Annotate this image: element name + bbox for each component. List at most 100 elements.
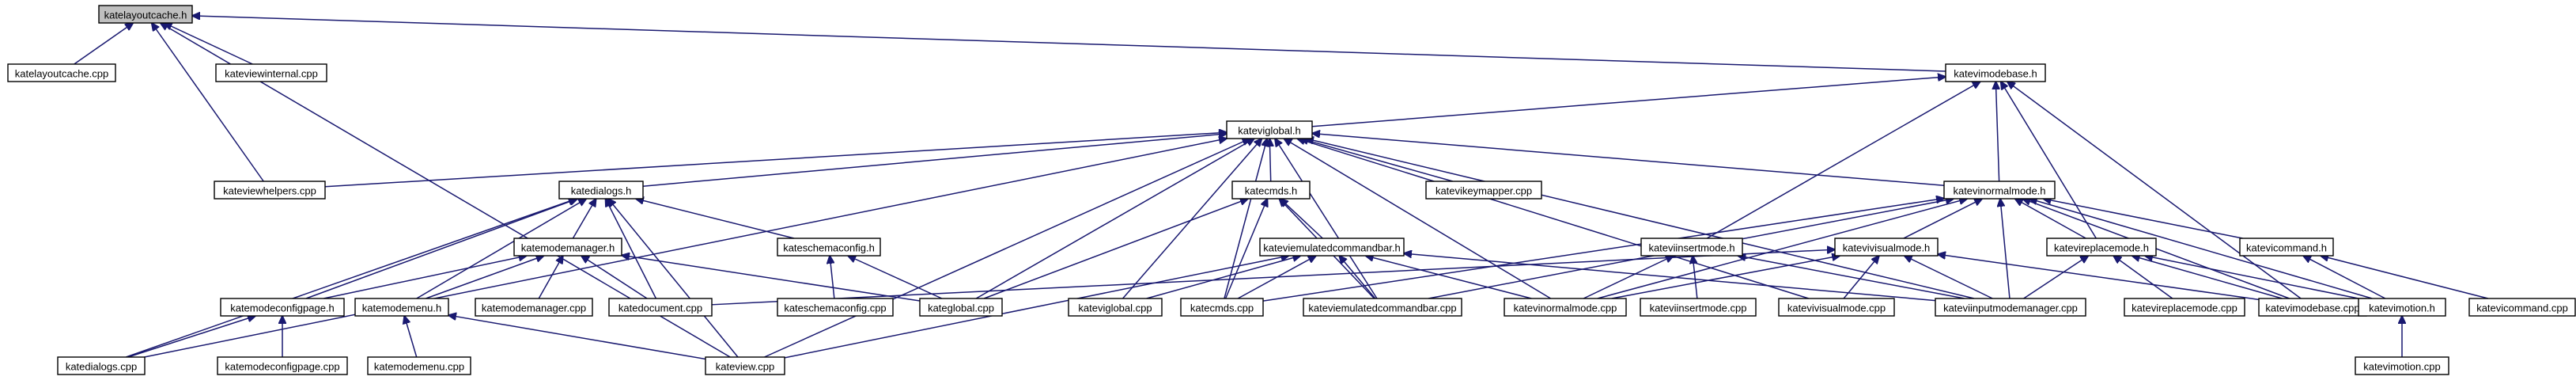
node-kateviemulatedcommandbar-h[interactable]: kateviemulatedcommandbar.h <box>1259 238 1405 257</box>
node-katevimodebase-cpp[interactable]: katevimodebase.cpp <box>2258 298 2367 317</box>
node-label: kateviglobal.h <box>1238 125 1301 137</box>
node-label: katevivisualmode.h <box>1843 242 1931 254</box>
node-katemodeconfigpage-h[interactable]: katemodeconfigpage.h <box>220 298 345 317</box>
node-katevimodebase-h[interactable]: katevimodebase.h <box>1945 63 2046 82</box>
edge-katemodemenu_h-to-katemodemanager_h <box>426 256 543 299</box>
node-box <box>608 298 713 317</box>
node-katemodemenu-h[interactable]: katemodemenu.h <box>354 298 449 317</box>
node-katelayoutcache-cpp[interactable]: katelayoutcache.cpp <box>7 63 116 82</box>
node-root[interactable]: katelayoutcache.h <box>98 5 193 24</box>
edge-katevivisualmode_h-to-katevinormalmode_h <box>1903 199 1982 239</box>
node-katevimotion-cpp[interactable]: katevimotion.cpp <box>2355 356 2449 375</box>
edge-katevireplacemode_h-to-katevimodebase_h <box>2001 82 2097 239</box>
node-label: katevireplacemode.h <box>2054 242 2149 254</box>
edge-katevireplacemode_cpp-to-katevireplacemode_h <box>2113 256 2173 299</box>
node-katemodemenu-cpp[interactable]: katemodemenu.cpp <box>367 356 471 375</box>
node-box <box>1504 298 1627 317</box>
node-kateviglobal-h[interactable]: kateviglobal.h <box>1226 120 1313 139</box>
node-kateviinsertmode-h[interactable]: kateviinsertmode.h <box>1640 238 1743 257</box>
edge-kateglobal_cpp-to-katecmds_h <box>983 199 1248 299</box>
node-label: kateviemulatedcommandbar.h <box>1263 242 1400 254</box>
node-box <box>215 63 327 82</box>
edge-katedialogs_cpp-to-katedialogs_h <box>126 199 576 358</box>
node-katevireplacemode-h[interactable]: katevireplacemode.h <box>2046 238 2157 257</box>
node-label: katevinormalmode.h <box>1953 185 2045 197</box>
node-kateviewinternal-cpp[interactable]: kateviewinternal.cpp <box>215 63 327 82</box>
node-katecmds-cpp[interactable]: katecmds.cpp <box>1180 298 1264 317</box>
node-label: kateview.cpp <box>716 361 774 373</box>
node-box <box>7 63 116 82</box>
node-box <box>705 356 785 375</box>
node-katevicommand-h[interactable]: katevicommand.h <box>2239 238 2334 257</box>
node-label: kateviinsertmode.h <box>1648 242 1734 254</box>
node-katemodeconfigpage-cpp[interactable]: katemodeconfigpage.cpp <box>217 356 348 375</box>
node-label: katevinormalmode.cpp <box>1514 302 1617 314</box>
node-katevireplacemode-cpp[interactable]: katevireplacemode.cpp <box>2124 298 2245 317</box>
edge-katevinormalmode_h-to-katevimodebase_h <box>1995 82 1999 182</box>
edge-katevimodebase_cpp-to-katevimodebase_h <box>2007 82 2302 299</box>
node-kateviglobal-cpp[interactable]: kateviglobal.cpp <box>1068 298 1163 317</box>
edge-katedocument_cpp-to-katemodemanager_h <box>581 256 648 299</box>
node-box <box>2046 238 2157 257</box>
node-box <box>98 5 193 24</box>
node-box <box>1259 238 1405 257</box>
edge-katevinormalmode_cpp-to-katevinormalmode_h <box>1597 199 1967 299</box>
node-katedocument-cpp[interactable]: katedocument.cpp <box>608 298 713 317</box>
node-katedialogs-h[interactable]: katedialogs.h <box>558 181 644 200</box>
node-kateviewhelpers-cpp[interactable]: kateviewhelpers.cpp <box>214 181 326 200</box>
node-box <box>1068 298 1163 317</box>
node-label: katedialogs.cpp <box>66 361 137 373</box>
edge-katemodemanager_cpp-to-katemodemanager_h <box>538 256 563 299</box>
node-katedialogs-cpp[interactable]: katedialogs.cpp <box>57 356 146 375</box>
node-label: kateglobal.cpp <box>928 302 994 314</box>
node-box <box>1231 181 1311 200</box>
edge-kateviinsertmode_cpp-to-kateviinsertmode_h <box>1693 256 1698 299</box>
node-kateschemaconfig-h[interactable]: kateschemaconfig.h <box>777 238 881 257</box>
edge-katecmds_cpp-to-katecmds_h <box>1224 199 1268 299</box>
edge-kateviglobal_h-to-katevimodebase_h <box>1311 77 1946 127</box>
node-box <box>1945 63 2046 82</box>
node-label: katevicommand.cpp <box>2476 302 2568 314</box>
graph-nodes: katelayoutcache.h katelayoutcache.cpp kate… <box>7 5 2576 375</box>
edge-katecmds_h-to-kateviglobal_h <box>1269 139 1270 182</box>
node-box <box>354 298 449 317</box>
node-katevinormalmode-cpp[interactable]: katevinormalmode.cpp <box>1504 298 1627 317</box>
node-label: katevivisualmode.cpp <box>1787 302 1886 314</box>
node-kateschemaconfig-cpp[interactable]: kateschemaconfig.cpp <box>777 298 894 317</box>
node-katevimotion-h[interactable]: katevimotion.h <box>2358 298 2446 317</box>
node-label: kateviewinternal.cpp <box>225 68 318 80</box>
node-katevicommand-cpp[interactable]: katevicommand.cpp <box>2468 298 2576 317</box>
edge-katemodeconfigpage_h-to-katemodemanager_h <box>323 256 527 299</box>
node-label: katemodemenu.h <box>362 302 441 314</box>
edge-kateview_cpp-to-kateviglobal_h <box>764 139 1250 358</box>
node-katevinormalmode-h[interactable]: katevinormalmode.h <box>1943 181 2056 200</box>
node-kateview-cpp[interactable]: kateview.cpp <box>705 356 785 375</box>
edge-katedocument_cpp-to-katevivisualmode_h <box>711 249 1835 306</box>
node-box <box>777 298 894 317</box>
node-box <box>1778 298 1895 317</box>
edge-katevimotion_h-to-katevinormalmode_h <box>2029 199 2373 299</box>
node-kateglobal-cpp[interactable]: kateglobal.cpp <box>919 298 1003 317</box>
node-kateviinsertmode-cpp[interactable]: kateviinsertmode.cpp <box>1640 298 1757 317</box>
node-label: katevicommand.h <box>2246 242 2327 254</box>
edge-kateviglobal_cpp-to-kateviemulatedcommandbar_h <box>1146 256 1301 299</box>
edge-katedocument_cpp-to-katedialogs_h <box>606 199 657 299</box>
node-kateviemulatedcommandbar-cpp[interactable]: kateviemulatedcommandbar.cpp <box>1303 298 1462 317</box>
node-kateviinputmodemanager-cpp[interactable]: kateviinputmodemanager.cpp <box>1935 298 2086 317</box>
node-katevivisualmode-h[interactable]: katevivisualmode.h <box>1834 238 1939 257</box>
node-label: katevimodebase.h <box>1954 68 2037 80</box>
node-box <box>1935 298 2086 317</box>
edge-kateviinputmodemanager_cpp-to-kateviinsertmode_h <box>1738 256 1965 299</box>
node-box <box>2124 298 2245 317</box>
node-katevikeymapper-cpp[interactable]: katevikeymapper.cpp <box>1425 181 1542 200</box>
edge-kateglobal_cpp-to-katemodemanager_h <box>622 255 921 302</box>
node-box <box>367 356 471 375</box>
edge-kateschemaconfig_cpp-to-kateschemaconfig_h <box>830 256 835 299</box>
node-katemodemanager-cpp[interactable]: katemodemanager.cpp <box>475 298 593 317</box>
node-katevivisualmode-cpp[interactable]: katevivisualmode.cpp <box>1778 298 1895 317</box>
edge-katecmds_cpp-to-kateviglobal_h <box>1224 139 1267 299</box>
node-box <box>2355 356 2449 375</box>
node-katemodemanager-h[interactable]: katemodemanager.h <box>513 238 622 257</box>
node-katecmds-h[interactable]: katecmds.h <box>1231 181 1311 200</box>
node-box <box>1640 238 1743 257</box>
